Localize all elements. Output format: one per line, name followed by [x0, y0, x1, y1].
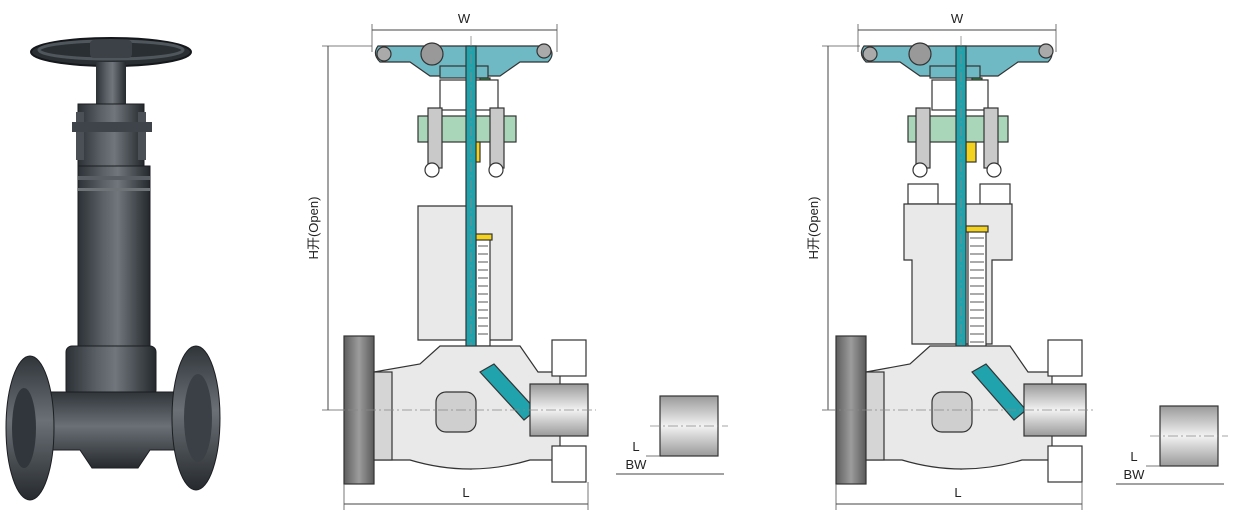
- dimension-height-label: H开(Open): [806, 197, 821, 260]
- dimension-length-label: L: [462, 485, 469, 500]
- dimension-width-label: W: [458, 11, 471, 26]
- drawing-bellows-flanged: W H开(Open): [806, 11, 1228, 510]
- dimension-width-label: W: [951, 11, 964, 26]
- drawing-standard-flanged: W H开(Open): [306, 11, 728, 510]
- end-length-label: L: [632, 439, 639, 454]
- end-length-label: L: [1130, 449, 1137, 464]
- bw-label: BW: [626, 457, 648, 472]
- dimension-height-label: H开(Open): [306, 197, 321, 260]
- valve-photo: [5, 37, 221, 501]
- bw-label: BW: [1124, 467, 1146, 482]
- dimension-length-label: L: [954, 485, 961, 500]
